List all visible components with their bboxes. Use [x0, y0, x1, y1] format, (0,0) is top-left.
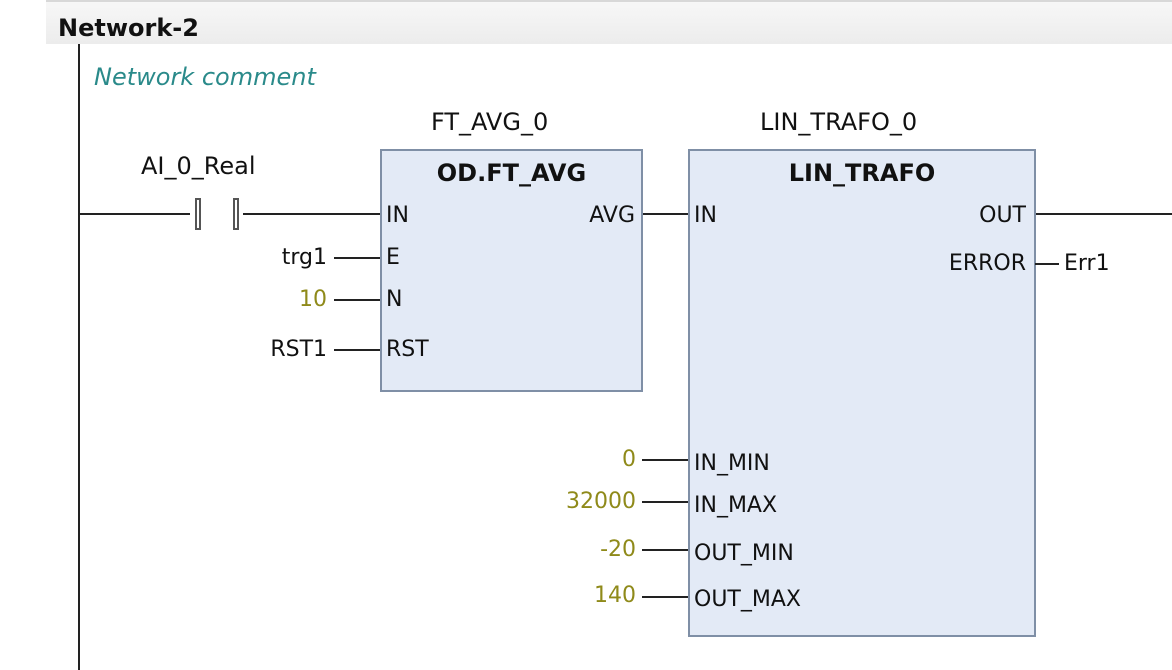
lin-trafo-pin-in: IN	[694, 203, 717, 228]
ft-avg-pin-rst: RST	[386, 337, 429, 362]
ft-avg-pin-in: IN	[386, 203, 409, 228]
network-title[interactable]: Network-2	[58, 14, 199, 42]
wire-in-max-input	[642, 501, 688, 503]
lin-trafo-out-min-constant[interactable]: -20	[600, 537, 636, 562]
wire-e-input	[334, 257, 380, 259]
ft-avg-pin-e: E	[386, 245, 400, 270]
ft-avg-type: OD.FT_AVG	[436, 159, 587, 187]
ft-avg-pin-n: N	[386, 287, 403, 312]
ft-avg-instance-name[interactable]: FT_AVG_0	[431, 108, 549, 136]
network-header[interactable]	[46, 0, 1172, 44]
ft-avg-pin-avg: AVG	[589, 203, 635, 228]
wire-out-min-input	[642, 549, 688, 551]
contact-right-bar[interactable]	[233, 198, 239, 230]
contact-variable[interactable]: AI_0_Real	[141, 152, 256, 180]
wire-out-max-input	[642, 596, 688, 598]
left-power-rail	[78, 44, 80, 670]
lin-trafo-type: LIN_TRAFO	[788, 159, 936, 187]
network-comment[interactable]: Network comment	[94, 63, 316, 91]
rung-wire-contact-to-ftavg	[243, 213, 380, 215]
wire-ftavg-to-lintrafo	[642, 213, 688, 215]
rung-wire-to-contact	[80, 213, 190, 215]
wire-n-input	[334, 299, 380, 301]
lin-trafo-in-max-constant[interactable]: 32000	[566, 489, 636, 514]
wire-lintrafo-out	[1035, 213, 1172, 215]
lin-trafo-error-variable[interactable]: Err1	[1064, 251, 1110, 276]
wire-rst-input	[334, 349, 380, 351]
lin-trafo-pin-in-max: IN_MAX	[694, 493, 778, 518]
lin-trafo-pin-in-min: IN_MIN	[694, 451, 770, 476]
wire-error-output	[1035, 263, 1059, 265]
ft-avg-e-variable[interactable]: trg1	[281, 245, 327, 270]
ft-avg-n-constant[interactable]: 10	[299, 287, 327, 312]
ft-avg-block[interactable]: OD.FT_AVG IN E N RST AVG	[380, 149, 643, 392]
lin-trafo-pin-out: OUT	[979, 203, 1026, 228]
lin-trafo-pin-out-max: OUT_MAX	[694, 587, 801, 612]
lin-trafo-instance-name[interactable]: LIN_TRAFO_0	[760, 108, 918, 136]
ft-avg-rst-variable[interactable]: RST1	[270, 337, 327, 362]
wire-in-min-input	[642, 459, 688, 461]
lin-trafo-out-max-constant[interactable]: 140	[594, 583, 636, 608]
lin-trafo-pin-out-min: OUT_MIN	[694, 541, 794, 566]
lin-trafo-pin-error: ERROR	[948, 251, 1026, 276]
lin-trafo-in-min-constant[interactable]: 0	[622, 447, 636, 472]
contact-left-bar[interactable]	[195, 198, 201, 230]
lin-trafo-block[interactable]: LIN_TRAFO IN OUT ERROR IN_MIN IN_MAX OUT…	[688, 149, 1036, 637]
